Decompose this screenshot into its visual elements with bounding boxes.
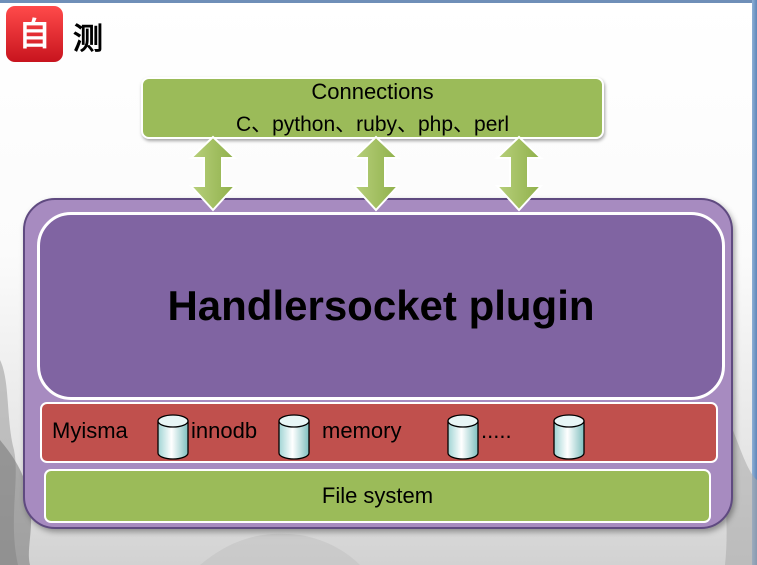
window-right-border [752,0,757,565]
badge-char: 自 [18,15,51,53]
database-cylinder-icon [278,414,310,460]
engine-myisma-label: Myisma [52,418,128,443]
connections-title: Connections [311,79,434,104]
slide-title: 测 [73,22,103,57]
database-cylinder-icon [447,414,479,460]
file-system-label: File system [321,483,434,508]
engine-innodb-label: innodb [191,418,258,443]
connections-languages: C、python、ruby、php、perl [235,113,510,136]
double-arrow-icon [351,135,401,212]
double-arrow-icon [494,135,544,212]
plugin-box [37,212,725,400]
self-test-badge: 自 [6,6,63,62]
database-cylinder-icon [553,414,585,460]
engine-more-label: ..... [481,418,512,443]
file-system-box: File system [44,469,711,523]
plugin-label: Handlersocket plugin [167,282,595,329]
window-top-border [0,0,757,3]
engine-memory-label: memory [322,418,402,443]
connections-box: Connections C、python、ruby、php、perl [141,77,604,139]
double-arrow-icon [188,135,238,212]
storage-engines-box [40,402,718,463]
database-cylinder-icon [157,414,189,460]
